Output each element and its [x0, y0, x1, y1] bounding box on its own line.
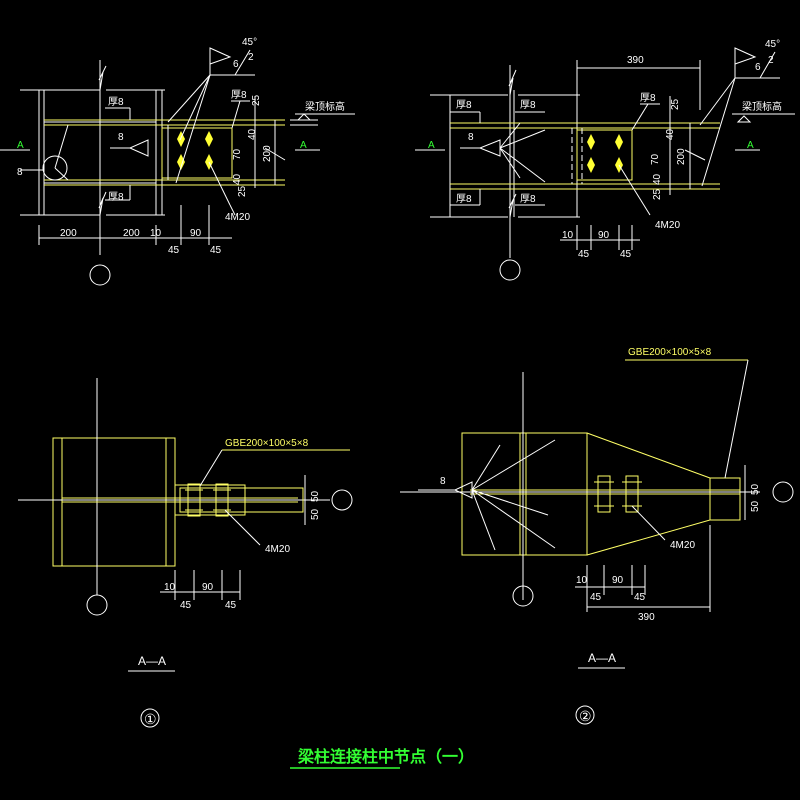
bolt-spec: 4M20 [655, 220, 680, 231]
dim-b-2: 200 [123, 228, 140, 239]
weld-size: 6 [755, 62, 761, 73]
dim-r-2: 40 [665, 128, 676, 140]
dim-b-3: 45 [578, 249, 590, 260]
stiffener-weld-size: 8 [468, 132, 474, 143]
beam-spec: GBE200×100×5×8 [628, 347, 712, 358]
dim-r-1: 25 [670, 98, 681, 110]
flange-top-thk-left: 厚8 [456, 99, 472, 111]
section-mark-right: A [747, 140, 754, 151]
weld-angle: 45° [242, 37, 257, 48]
weld-angle: 45° [765, 39, 780, 50]
stiffener-weld-size: 8 [118, 132, 124, 143]
dim-b-4: 45 [620, 249, 632, 260]
dim-b-3: 10 [150, 228, 162, 239]
flange-top-thk: 厚8 [108, 96, 124, 108]
section-caption: A—A [138, 654, 166, 668]
dim-r-3: 70 [232, 148, 243, 160]
detail-1: A A 8 8 厚8 厚8 厚8 6 2 45° 梁顶标高 [0, 37, 355, 286]
section-mark-left: A [17, 140, 24, 151]
weld-leg: 2 [248, 52, 254, 63]
detail-2: A A 8 厚8 厚8 厚8 厚8 厚8 390 6 2 45 [415, 39, 795, 281]
flange-bottom-thk-left: 厚8 [456, 193, 472, 205]
beam-spec: GBE200×100×5×8 [225, 438, 309, 449]
dim-b-3: 45 [590, 592, 602, 603]
beam-top-elevation: 梁顶标高 [742, 100, 782, 113]
left-weld-size: 8 [17, 167, 23, 178]
dim-r-4: 40 [232, 173, 243, 185]
flange-top-thk-right: 厚8 [520, 99, 536, 111]
dim-b-4: 90 [190, 228, 202, 239]
detail-number: ① [144, 711, 157, 727]
dim-b-1: 10 [164, 582, 176, 593]
flange-bottom-thk-right: 厚8 [520, 193, 536, 205]
dim-r-2: 40 [247, 128, 258, 140]
weld-size: 8 [440, 476, 446, 487]
section-1: GBE200×100×5×8 50 50 4M20 10 90 45 45 A—… [18, 378, 353, 728]
plate-thk: 厚8 [231, 89, 247, 101]
dim-390: 390 [627, 55, 644, 66]
dim-b-2: 90 [202, 582, 214, 593]
dim-b-6: 45 [210, 245, 222, 256]
section-mark-right: A [300, 140, 307, 151]
dim-r-2: 50 [310, 508, 321, 520]
dim-r-3: 70 [650, 153, 661, 165]
dim-390: 390 [638, 612, 655, 623]
dim-r-1: 50 [310, 490, 321, 502]
section-2: 8 GBE200×100×5×8 50 50 4M20 10 90 45 45 … [400, 347, 794, 725]
dim-b-4: 45 [634, 592, 646, 603]
dim-200: 200 [676, 148, 687, 165]
bolt-spec: 4M20 [265, 544, 290, 555]
dim-r-1: 25 [251, 94, 262, 106]
bolt-spec: 4M20 [225, 212, 250, 223]
dim-200: 200 [262, 145, 273, 162]
dim-r-5: 25 [237, 185, 248, 197]
dim-b-1: 10 [576, 575, 588, 586]
dim-b-5: 45 [168, 245, 180, 256]
dim-r-1: 50 [750, 483, 761, 495]
dim-b-1: 200 [60, 228, 77, 239]
dim-b-2: 90 [612, 575, 624, 586]
dim-r-5: 25 [652, 188, 663, 200]
bolt-spec: 4M20 [670, 540, 695, 551]
dim-b-4: 45 [225, 600, 237, 611]
dim-b-2: 90 [598, 230, 610, 241]
dim-b-1: 10 [562, 230, 574, 241]
dim-b-3: 45 [180, 600, 192, 611]
flange-bottom-thk: 厚8 [108, 191, 124, 203]
section-mark-left: A [428, 140, 435, 151]
section-caption: A—A [588, 651, 616, 665]
dim-r-2: 50 [750, 500, 761, 512]
weld-leg: 2 [768, 55, 774, 66]
drawing-title: 梁柱连接柱中节点（一） [297, 747, 474, 766]
weld-size: 6 [233, 59, 239, 70]
plate-thk: 厚8 [640, 92, 656, 104]
beam-top-elevation: 梁顶标高 [305, 100, 345, 113]
dim-r-4: 40 [652, 173, 663, 185]
detail-number: ② [579, 708, 592, 724]
